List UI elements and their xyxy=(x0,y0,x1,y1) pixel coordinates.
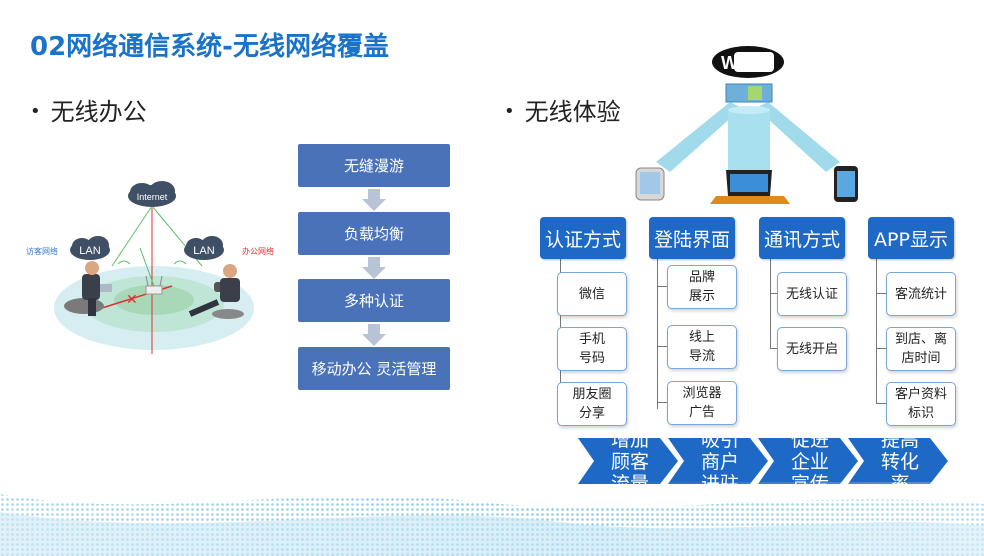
flow-arrow-down-icon xyxy=(362,257,386,279)
chevron-shape xyxy=(668,438,768,484)
chevron-line: 提高 xyxy=(880,438,919,451)
wifi-signal-right-icon xyxy=(173,260,187,265)
router-light xyxy=(748,86,762,100)
wave-fade xyxy=(0,482,984,556)
flow-step-seamless-roaming: 无缝漫游 xyxy=(298,144,450,187)
office-network-diagram: ✕ Internet LAN LAN 访客网络 办公网络 xyxy=(26,181,274,354)
chevron-line: 吸引 xyxy=(700,438,739,451)
tree-connector xyxy=(657,346,667,347)
tree-connector xyxy=(657,286,667,287)
chevron-line: 率 xyxy=(890,473,910,484)
chevron-text-traffic: 增加 顾客 流量 xyxy=(595,438,665,484)
sub-item-online-traffic: 线上 导流 xyxy=(667,325,737,369)
flow-arrow-down-icon xyxy=(362,324,386,346)
sub-item-brand-display: 品牌 展示 xyxy=(667,265,737,309)
flow-step-mobile-office: 移动办公 灵活管理 xyxy=(298,347,450,390)
decorative-wave-footer xyxy=(0,482,984,556)
beam-center-top xyxy=(728,106,770,114)
bullet-wireless-office: • 无线办公 xyxy=(30,92,147,127)
sub-item-browser-ads: 浏览器 广告 xyxy=(667,381,737,425)
coverage-inner xyxy=(114,285,194,315)
tree-connector xyxy=(770,293,777,294)
smartphone-left-icon xyxy=(635,167,665,201)
category-app-display: APP显示 xyxy=(868,217,954,259)
tree-connector xyxy=(657,259,658,409)
sub-item-traffic-stats: 客流统计 xyxy=(886,272,956,316)
guest-user-icon xyxy=(64,261,112,316)
chevron-shape xyxy=(578,438,678,484)
tree-connector xyxy=(770,259,771,349)
internet-label: Internet xyxy=(137,192,168,202)
flow-step-multi-auth: 多种认证 xyxy=(298,279,450,322)
benefit-chevrons: 增加 顾客 流量 吸引 商户 进驻 促进 企业 宣传 提高 转化 率 xyxy=(578,438,958,484)
office-user-icon xyxy=(188,264,244,319)
wifi-signal-left-icon xyxy=(117,260,131,265)
bullet-dot: • xyxy=(504,101,515,122)
chevron-line: 增加 xyxy=(610,438,649,451)
chevron-shape xyxy=(758,438,858,484)
tree-connector xyxy=(770,348,777,349)
tree-connector xyxy=(657,402,667,403)
signal-line-ap xyxy=(139,247,155,287)
chevron-line: 促进 xyxy=(790,438,829,451)
beam-left xyxy=(656,102,742,172)
category-login-page: 登陆界面 xyxy=(649,217,735,259)
wifi-devices-graphic: WiFi xyxy=(635,46,858,204)
sub-item-visit-times: 到店、离 店时间 xyxy=(886,327,956,371)
smartphone-right-icon xyxy=(834,166,858,202)
tree-connector xyxy=(876,293,886,294)
chevron-shape xyxy=(848,438,948,484)
chevron-text-merchants: 吸引 商户 进驻 xyxy=(685,438,755,484)
bullet-wireless-experience: • 无线体验 xyxy=(504,92,621,127)
sub-item-moments-share: 朋友圈 分享 xyxy=(557,382,627,426)
chevron-line: 流量 xyxy=(610,473,649,484)
guest-network-label: 访客网络 xyxy=(26,246,58,256)
chevron-line: 进驻 xyxy=(700,473,739,484)
sub-item-wireless-on: 无线开启 xyxy=(777,327,847,371)
laptop-icon xyxy=(710,170,790,204)
page-title: 02网络通信系统-无线网络覆盖 xyxy=(30,32,389,62)
beam-center xyxy=(728,110,770,172)
flow-arrow-down-icon xyxy=(362,189,386,211)
category-comm-method: 通讯方式 xyxy=(759,217,845,259)
chevron-line: 转化 xyxy=(880,451,919,473)
beam-right xyxy=(756,102,840,172)
sub-item-wireless-auth: 无线认证 xyxy=(777,272,847,316)
wifi-logo-text: WiFi xyxy=(721,53,759,73)
chevron-line: 宣传 xyxy=(790,473,829,484)
lan-left-cloud-icon xyxy=(70,236,110,260)
internet-cloud-icon xyxy=(128,181,176,207)
chevron-line: 企业 xyxy=(790,451,829,473)
sub-item-customer-tags: 客户资料 标识 xyxy=(886,382,956,426)
lan-right-cloud-icon xyxy=(184,236,224,260)
lan-left-label: LAN xyxy=(79,245,100,257)
tree-connector xyxy=(876,403,886,404)
chevron-text-conversion: 提高 转化 率 xyxy=(865,438,935,484)
chevron-text-promotion: 促进 企业 宣传 xyxy=(775,438,845,484)
lan-right-label: LAN xyxy=(193,245,214,257)
sub-item-phone-number: 手机 号码 xyxy=(557,327,627,371)
category-auth-method: 认证方式 xyxy=(540,217,626,259)
chevron-line: 顾客 xyxy=(610,451,649,473)
bullet-dot: • xyxy=(30,101,41,122)
wifi-logo-icon xyxy=(712,46,784,78)
signal-line-left xyxy=(111,205,153,267)
tree-connector xyxy=(876,348,886,349)
tree-connector xyxy=(876,259,877,404)
sub-item-wechat: 微信 xyxy=(557,272,627,316)
chevron-line: 商户 xyxy=(700,451,739,473)
access-point-icon xyxy=(145,275,163,295)
blocked-x-icon: ✕ xyxy=(126,292,138,308)
office-network-label: 办公网络 xyxy=(242,246,274,256)
flow-step-load-balancing: 负载均衡 xyxy=(298,212,450,255)
bullet-wireless-experience-label: 无线体验 xyxy=(524,98,621,126)
bullet-wireless-office-label: 无线办公 xyxy=(50,98,147,126)
